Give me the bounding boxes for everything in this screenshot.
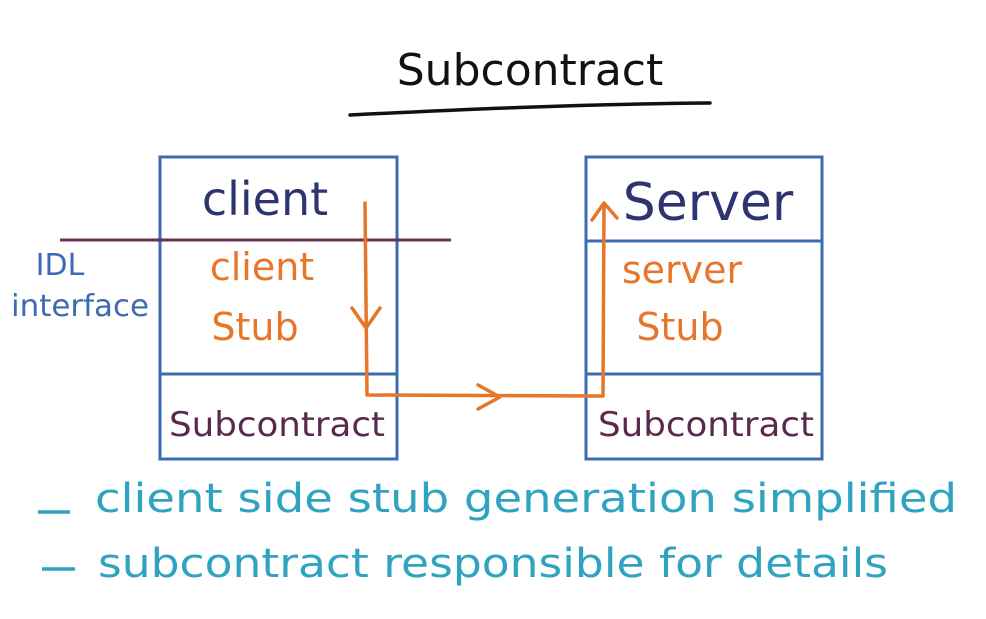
call-flow-path	[363, 201, 606, 398]
server-subcontract-label: Subcontract	[598, 405, 814, 445]
notes-list: client side stub generation simplified s…	[38, 476, 957, 587]
server-stub-label-line1: server	[622, 248, 743, 292]
client-box-border	[158, 155, 399, 461]
up-arrowhead-icon	[590, 201, 619, 222]
idl-label-line2: interface	[11, 289, 149, 324]
down-arrowhead-icon	[350, 306, 382, 330]
client-stub-label-line2: Stub	[211, 305, 298, 349]
client-stub-label-line1: client	[210, 245, 314, 289]
client-box: client client Stub Subcontract	[158, 155, 399, 461]
server-box: Server server Stub Subcontract	[584, 155, 824, 461]
call-flow-arrow	[350, 201, 619, 411]
note-1: client side stub generation simplified	[95, 476, 957, 522]
title-underline	[348, 101, 712, 117]
diagram-title: Subcontract	[397, 45, 664, 96]
server-box-border	[584, 155, 824, 461]
right-arrowhead-icon	[476, 383, 502, 411]
idl-label-line1: IDL	[36, 248, 85, 283]
note-2: subcontract responsible for details	[98, 541, 888, 587]
client-subcontract-label: Subcontract	[169, 405, 385, 445]
server-header-label: Server	[623, 173, 794, 233]
client-header-label: client	[202, 172, 328, 226]
server-stub-label-line2: Stub	[636, 305, 723, 349]
